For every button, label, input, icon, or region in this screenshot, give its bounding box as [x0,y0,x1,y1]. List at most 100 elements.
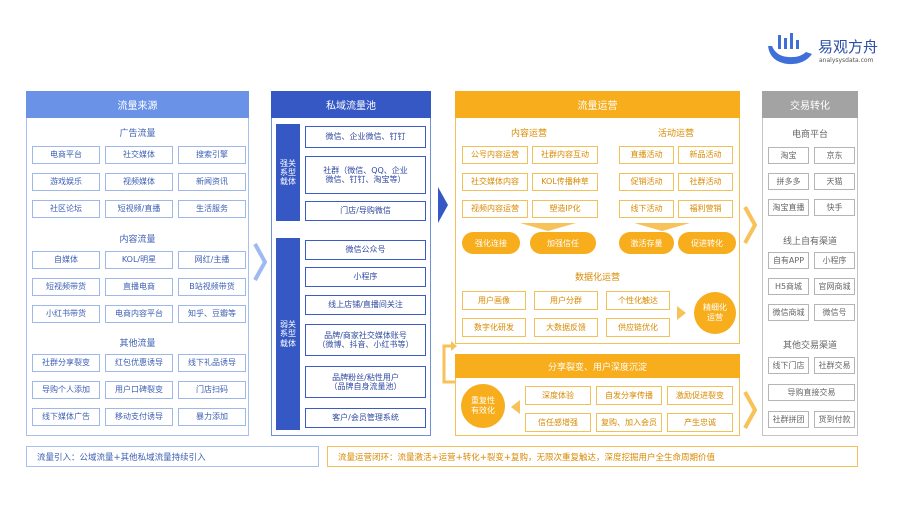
logo: 易观方舟 analysysdata.com [766,32,886,74]
fine-ops-circle: 精细化 运营 [694,292,736,334]
conv-panel [762,118,858,436]
ad-traffic-title: 广告流量 [119,128,156,139]
content-traffic-item: B站视频带货 [178,278,246,296]
own-channel-item: 小程序 [814,252,855,269]
fission-item: 激励促进裂变 [667,386,733,405]
ops-panel [455,118,740,344]
chevron-right-icon [253,243,267,281]
other-traffic-item: 门店扫码 [178,381,246,399]
ad-traffic-item: 社交媒体 [105,146,173,164]
activity-ops-item: 直播活动 [619,146,674,164]
other-channel-item: 货到付款 [814,411,855,428]
source-panel [26,118,249,436]
data-ops-item: 大数据反馈 [534,318,598,337]
content-traffic-item: 自媒体 [32,251,100,269]
conv-header: 交易转化 [762,91,858,118]
content-traffic-item: 网红/主播 [178,251,246,269]
fission-header: 分享裂变、用户深度沉淀 [455,354,740,378]
ad-traffic-item: 游戏娱乐 [32,173,100,191]
content-ops-item: 社群内容互动 [532,146,598,164]
logo-name: 易观方舟 [818,38,879,56]
content-traffic-item: KOL/明星 [105,251,173,269]
weak-carrier-item: 品牌/商家社交媒体账号 （微博、抖音、小红书等） [305,324,426,356]
other-traffic-item: 用户口碑裂变 [105,381,173,399]
ad-traffic-item: 新闻资讯 [178,173,246,191]
own-channel-item: 官网商城 [814,278,855,295]
ad-traffic-item: 视频媒体 [105,173,173,191]
content-ops-item: KOL传播种草 [532,173,598,191]
data-ops-arrow [677,306,686,320]
ops-outcome-pill: 强化连接 [462,232,520,254]
weak-relation-label: 弱关 系型 载体 [276,238,300,430]
fission-item: 复购、加入会员 [596,413,662,432]
fission-item: 信任感增强 [525,413,591,432]
activity-ops-item: 社群活动 [678,173,733,191]
source-header: 流量来源 [26,91,249,118]
weak-carrier-item: 品牌粉丝/粘性用户 （品牌自身流量池） [305,366,426,398]
ops-outcome-pill: 加强信任 [530,232,596,254]
ad-traffic-item: 短视频/直播 [105,200,173,218]
weak-carrier-item: 线上店铺/直播间关注 [305,295,426,315]
activity-ops-item: 福利营销 [678,200,733,218]
other-channel-item: 导购直接交易 [768,384,855,401]
data-ops-item: 数字化研发 [462,318,526,337]
content-ops-title: 内容运营 [510,128,547,139]
other-traffic-item: 社群分享裂变 [32,354,100,372]
weak-carrier-item: 微信公众号 [305,240,426,260]
logo-url: analysysdata.com [819,57,874,64]
fission-item: 深度体验 [525,386,591,405]
own-channel-item: 微信号 [814,304,855,321]
data-ops-title: 数据化运营 [574,272,620,283]
loop-back-arrow [442,341,457,384]
strong-carrier-item: 微信、企业微信、钉钉 [305,126,426,148]
other-channel-item: 社群交易 [814,357,855,374]
ops-outcome-pill: 促进转化 [678,232,736,254]
content-ops-item: 塑造IP化 [532,200,598,218]
weak-carrier-item: 小程序 [305,267,426,287]
content-traffic-item: 小红书带货 [32,305,100,323]
other-traffic-title: 其他流量 [119,338,156,349]
activity-ops-item: 线下活动 [619,200,674,218]
whale-logo-icon [768,33,812,65]
fission-panel [455,378,740,436]
content-ops-item: 公号内容运营 [462,146,528,164]
ad-traffic-item: 生活服务 [178,200,246,218]
other-traffic-item: 移动支付诱导 [105,408,173,426]
other-channel-item: 社群拼团 [768,411,809,428]
other-traffic-item: 暴力添加 [178,408,246,426]
activity-ops-title: 活动运营 [657,128,694,139]
content-ops-item: 视频内容运营 [462,200,528,218]
content-traffic-title: 内容流量 [119,234,156,245]
other-traffic-item: 线下媒体广告 [32,408,100,426]
repeat-effective-circle: 重复性 有效化 [461,384,505,428]
own-channel-item: 自有APP [768,252,809,269]
own-channel-title: 线上自有渠道 [782,236,837,247]
other-traffic-item: 导购个人添加 [32,381,100,399]
fission-item: 产生忠诚 [667,413,733,432]
data-ops-item: 用户画像 [462,291,526,310]
chevron-right-icon [743,206,757,244]
fission-arrow [511,400,520,414]
ecom-platform-item: 淘宝 [768,147,809,164]
other-channel-title: 其他交易渠道 [782,340,837,351]
own-channel-item: 微信商城 [768,304,809,321]
strong-relation-label: 强关 系型 载体 [276,124,300,221]
activity-ops-item: 促销活动 [619,173,674,191]
pool-panel [271,118,431,436]
footer-left: 流量引入：公域流量+其他私域流量持续引入 [26,446,319,467]
own-channel-item: H5商城 [768,278,809,295]
footer-right: 流量运营闭环：流量激活+运营+转化+裂变+复购，无限次重复触达，深度挖掘用户全生… [327,446,858,467]
strong-carrier-item: 社群（微信、QQ、企业 微信、钉钉、淘宝等） [305,156,426,194]
content-ops-item: 社交媒体内容 [462,173,528,191]
data-ops-item: 供应链优化 [606,318,670,337]
chevron-right-icon [438,187,448,223]
ops-outcome-pill: 激活存量 [619,232,674,254]
ecom-platform-item: 拼多多 [768,173,809,190]
ops-down-arrow [520,223,576,231]
fission-item: 自发分享传播 [596,386,662,405]
strong-carrier-item: 门店/导购微信 [305,201,426,221]
ecom-platform-item: 快手 [814,199,855,216]
content-traffic-item: 知乎、豆瓣等 [178,305,246,323]
ops-header: 流量运营 [455,91,740,118]
ecom-platform-item: 淘宝直播 [768,199,809,216]
